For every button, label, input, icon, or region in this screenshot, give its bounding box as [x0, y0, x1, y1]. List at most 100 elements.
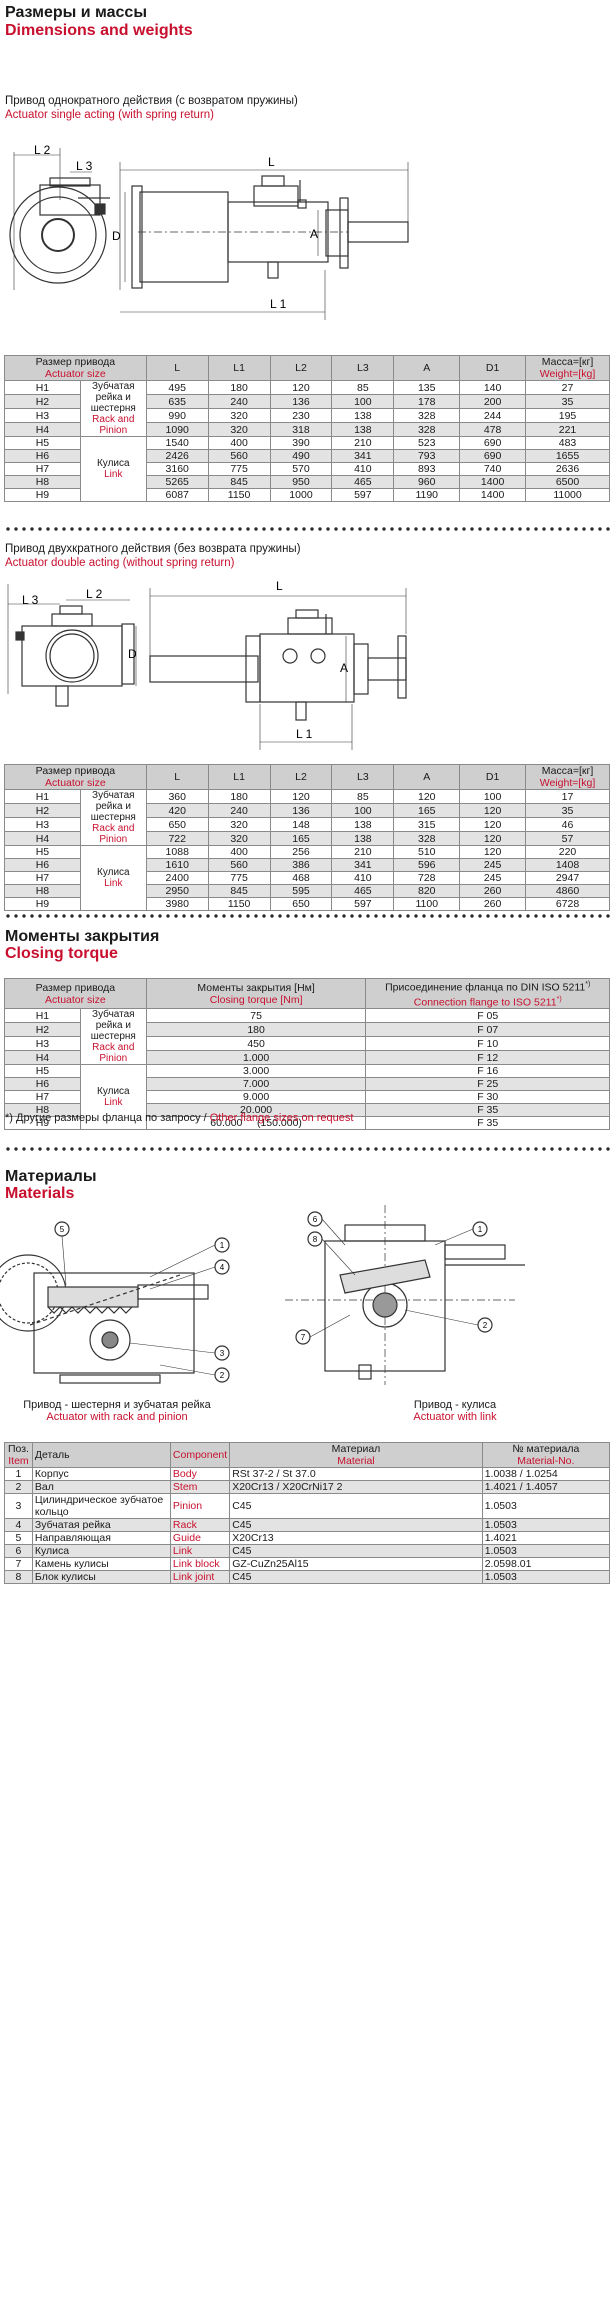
actuator-size-cell: H1	[4, 1008, 81, 1023]
material-cell: RSt 37-2 / St 37.0	[229, 1467, 483, 1481]
component-ru-cell: Цилиндрическое зубчатое кольцо	[31, 1493, 171, 1519]
material-no-cell: 1.0038 / 1.0254	[481, 1467, 611, 1481]
actuator-size-cell: H6	[4, 858, 81, 872]
actuator-size-cell: H3	[4, 1036, 81, 1051]
material-cell: C45	[229, 1544, 483, 1558]
actuator-size-cell: H1	[4, 380, 81, 395]
item-cell: 3	[4, 1493, 33, 1519]
value-cell: 136	[269, 394, 333, 409]
value-cell: 230	[269, 408, 333, 423]
value-cell: 1150	[207, 897, 271, 911]
value-cell: 960	[393, 475, 461, 489]
value-cell: 178	[393, 394, 461, 409]
value-cell: 195	[525, 408, 610, 423]
component-ru-cell: Кулиса	[31, 1544, 171, 1558]
torque-title-en: Closing torque	[5, 945, 118, 962]
flange-cell: F 25	[365, 1077, 610, 1091]
dim-L1: L 1	[270, 297, 287, 311]
value-cell: 11000	[525, 488, 610, 502]
value-cell: 560	[207, 858, 271, 872]
flange-cell: F 12	[365, 1050, 610, 1065]
section-title-en: Dimensions and weights	[5, 22, 193, 39]
value-cell: 596	[393, 858, 461, 872]
value-cell: 400	[207, 436, 271, 450]
value-cell: 5265	[145, 475, 209, 489]
value-cell: 138	[331, 817, 395, 832]
value-cell: 315	[393, 817, 461, 832]
torque-cell: 180	[145, 1022, 367, 1037]
value-cell: 120	[269, 380, 333, 395]
value-cell: 468	[269, 871, 333, 885]
value-cell: 2636	[525, 462, 610, 476]
actuator-size-cell: H8	[4, 884, 81, 898]
link-drawing: 6 8 1 2 7	[285, 1205, 525, 1385]
value-cell: 245	[459, 858, 527, 872]
svg-text:7: 7	[301, 1333, 306, 1342]
value-cell: 320	[207, 817, 271, 832]
value-cell: 6728	[525, 897, 610, 911]
actuator-size-cell: H3	[4, 408, 81, 423]
svg-text:1: 1	[478, 1225, 483, 1234]
value-cell: 220	[525, 845, 610, 859]
actuator-size-cell: H2	[4, 1022, 81, 1037]
value-cell: 341	[331, 449, 395, 463]
component-en-cell: Link block	[169, 1557, 231, 1571]
material-no-cell: 1.4021 / 1.4057	[481, 1480, 611, 1494]
component-ru-cell: Зубчатая рейка	[31, 1518, 171, 1532]
value-cell: 775	[207, 462, 271, 476]
value-cell: 510	[393, 845, 461, 859]
value-cell: 2950	[145, 884, 209, 898]
double-caption-en: Actuator double acting (without spring r…	[5, 557, 235, 569]
item-cell: 2	[4, 1480, 33, 1494]
torque-title-ru: Моменты закрытия	[5, 928, 160, 945]
value-cell: 138	[331, 422, 395, 437]
actuator-size-cell: H9	[4, 1116, 81, 1130]
double-acting-drawing: L 3 L 2 L D A L 1	[7, 579, 407, 750]
materials-title-ru: Материалы	[5, 1168, 97, 1185]
value-cell: 100	[331, 394, 395, 409]
value-cell: 597	[331, 897, 395, 911]
actuator-size-cell: H9	[4, 488, 81, 502]
divider-dots	[4, 1147, 610, 1151]
dim-L2: L 2	[34, 143, 51, 157]
value-cell: 138	[331, 408, 395, 423]
value-cell: 775	[207, 871, 271, 885]
value-cell: 410	[331, 462, 395, 476]
actuator-size-cell: H5	[4, 1064, 81, 1078]
component-en-cell: Stem	[169, 1480, 231, 1494]
component-ru-cell: Корпус	[31, 1467, 171, 1481]
value-cell: 240	[207, 803, 271, 818]
component-en-cell: Rack	[169, 1518, 231, 1532]
double-caption-ru: Привод двухкратного действия (без возвра…	[5, 543, 301, 555]
value-cell: 120	[459, 817, 527, 832]
material-no-cell: 1.0503	[481, 1544, 611, 1558]
svg-text:D: D	[128, 647, 137, 661]
value-cell: 100	[459, 789, 527, 804]
value-cell: 420	[145, 803, 209, 818]
value-cell: 245	[459, 871, 527, 885]
flange-cell: F 30	[365, 1090, 610, 1104]
value-cell: 1408	[525, 858, 610, 872]
actuator-size-cell: H3	[4, 817, 81, 832]
svg-text:L 1: L 1	[296, 727, 313, 741]
divider-dots	[4, 527, 610, 531]
actuator-size-cell: H2	[4, 803, 81, 818]
value-cell: 1540	[145, 436, 209, 450]
value-cell: 483	[525, 436, 610, 450]
component-en-cell: Link joint	[169, 1570, 231, 1584]
link-caption: Привод - кулиса Actuator with link	[413, 1399, 497, 1423]
flange-cell: F 10	[365, 1036, 610, 1051]
section-title-ru: Размеры и массы	[5, 4, 147, 21]
value-cell: 570	[269, 462, 333, 476]
component-en-cell: Body	[169, 1467, 231, 1481]
actuator-size-cell: H6	[4, 449, 81, 463]
